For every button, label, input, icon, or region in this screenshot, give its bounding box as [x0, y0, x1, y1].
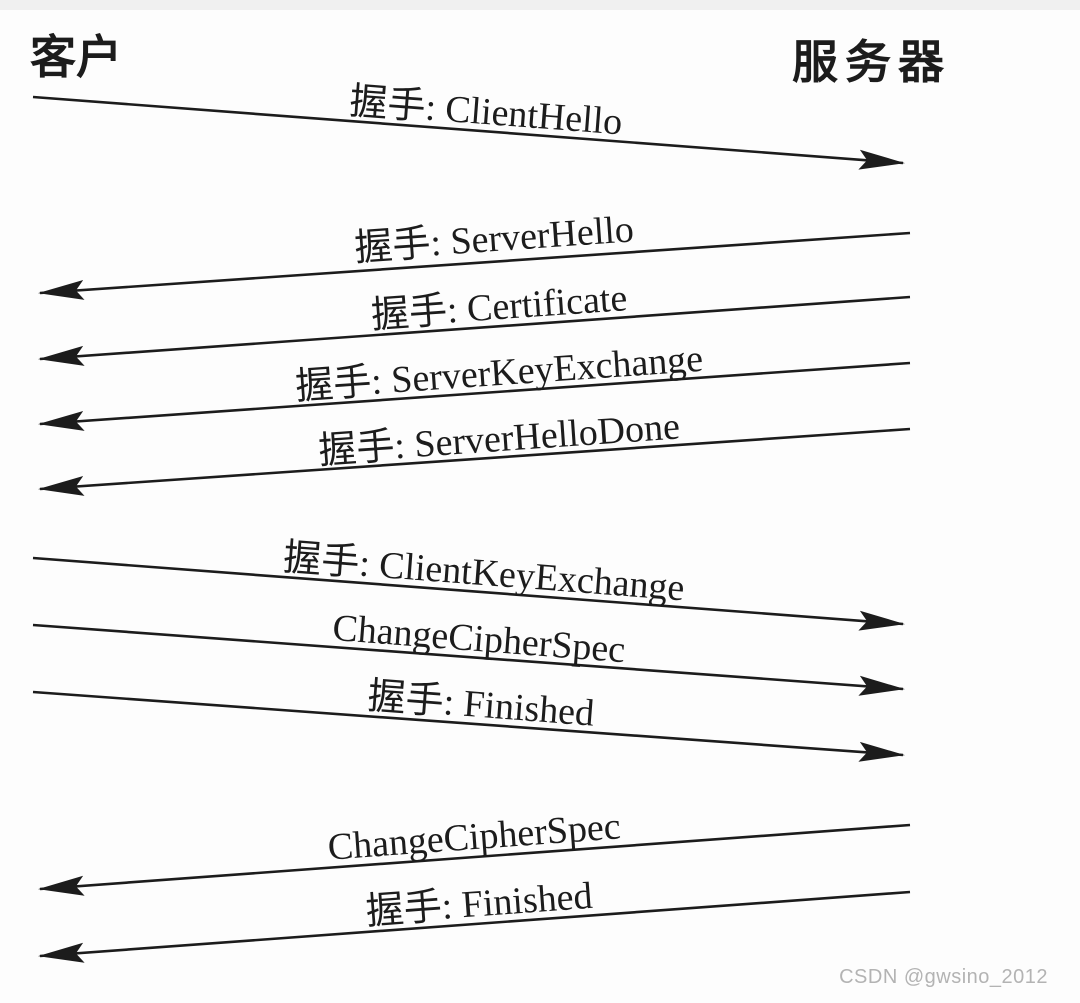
message-change-cipher-spec-server: ChangeCipherSpec [38, 805, 911, 896]
message-arrow-left-icon [38, 231, 911, 300]
actor-client-label: 客户 [30, 32, 122, 83]
message-change-cipher-spec-client: ChangeCipherSpec [32, 607, 905, 696]
message-server-hello-done: 握手: ServerHelloDone [38, 405, 911, 496]
message-server-hello: 握手: ServerHello [38, 208, 911, 300]
message-label: 握手: ServerKeyExchange [294, 338, 704, 408]
message-arrow-right-icon [32, 95, 905, 170]
message-label: ChangeCipherSpec [331, 607, 627, 671]
message-label: 握手: ClientKeyExchange [282, 537, 686, 610]
message-finished-client: 握手: Finished [32, 675, 905, 762]
message-arrow-right-icon [32, 556, 905, 631]
message-certificate: 握手: Certificate [38, 277, 911, 366]
message-finished-server: 握手: Finished [38, 875, 911, 963]
message-arrow-right-icon [32, 623, 905, 696]
actor-server-label: 服务器 [792, 37, 951, 88]
message-arrow-left-icon [38, 361, 911, 431]
message-arrow-right-icon [32, 690, 905, 762]
message-label: 握手: ServerHelloDone [317, 405, 681, 472]
message-label: ChangeCipherSpec [326, 805, 622, 868]
watermark: CSDN @gwsino_2012 [839, 966, 1048, 988]
message-arrow-left-icon [38, 295, 911, 366]
message-client-hello: 握手: ClientHello [32, 81, 905, 170]
message-arrow-left-icon [38, 823, 911, 896]
message-label: 握手: Certificate [370, 277, 629, 337]
message-arrow-left-icon [38, 427, 911, 496]
message-label: 握手: ClientHello [348, 81, 624, 144]
message-arrow-left-icon [38, 890, 911, 963]
message-label: 握手: Finished [366, 675, 596, 734]
message-client-key-exchange: 握手: ClientKeyExchange [32, 537, 905, 631]
message-label: 握手: Finished [364, 875, 593, 934]
